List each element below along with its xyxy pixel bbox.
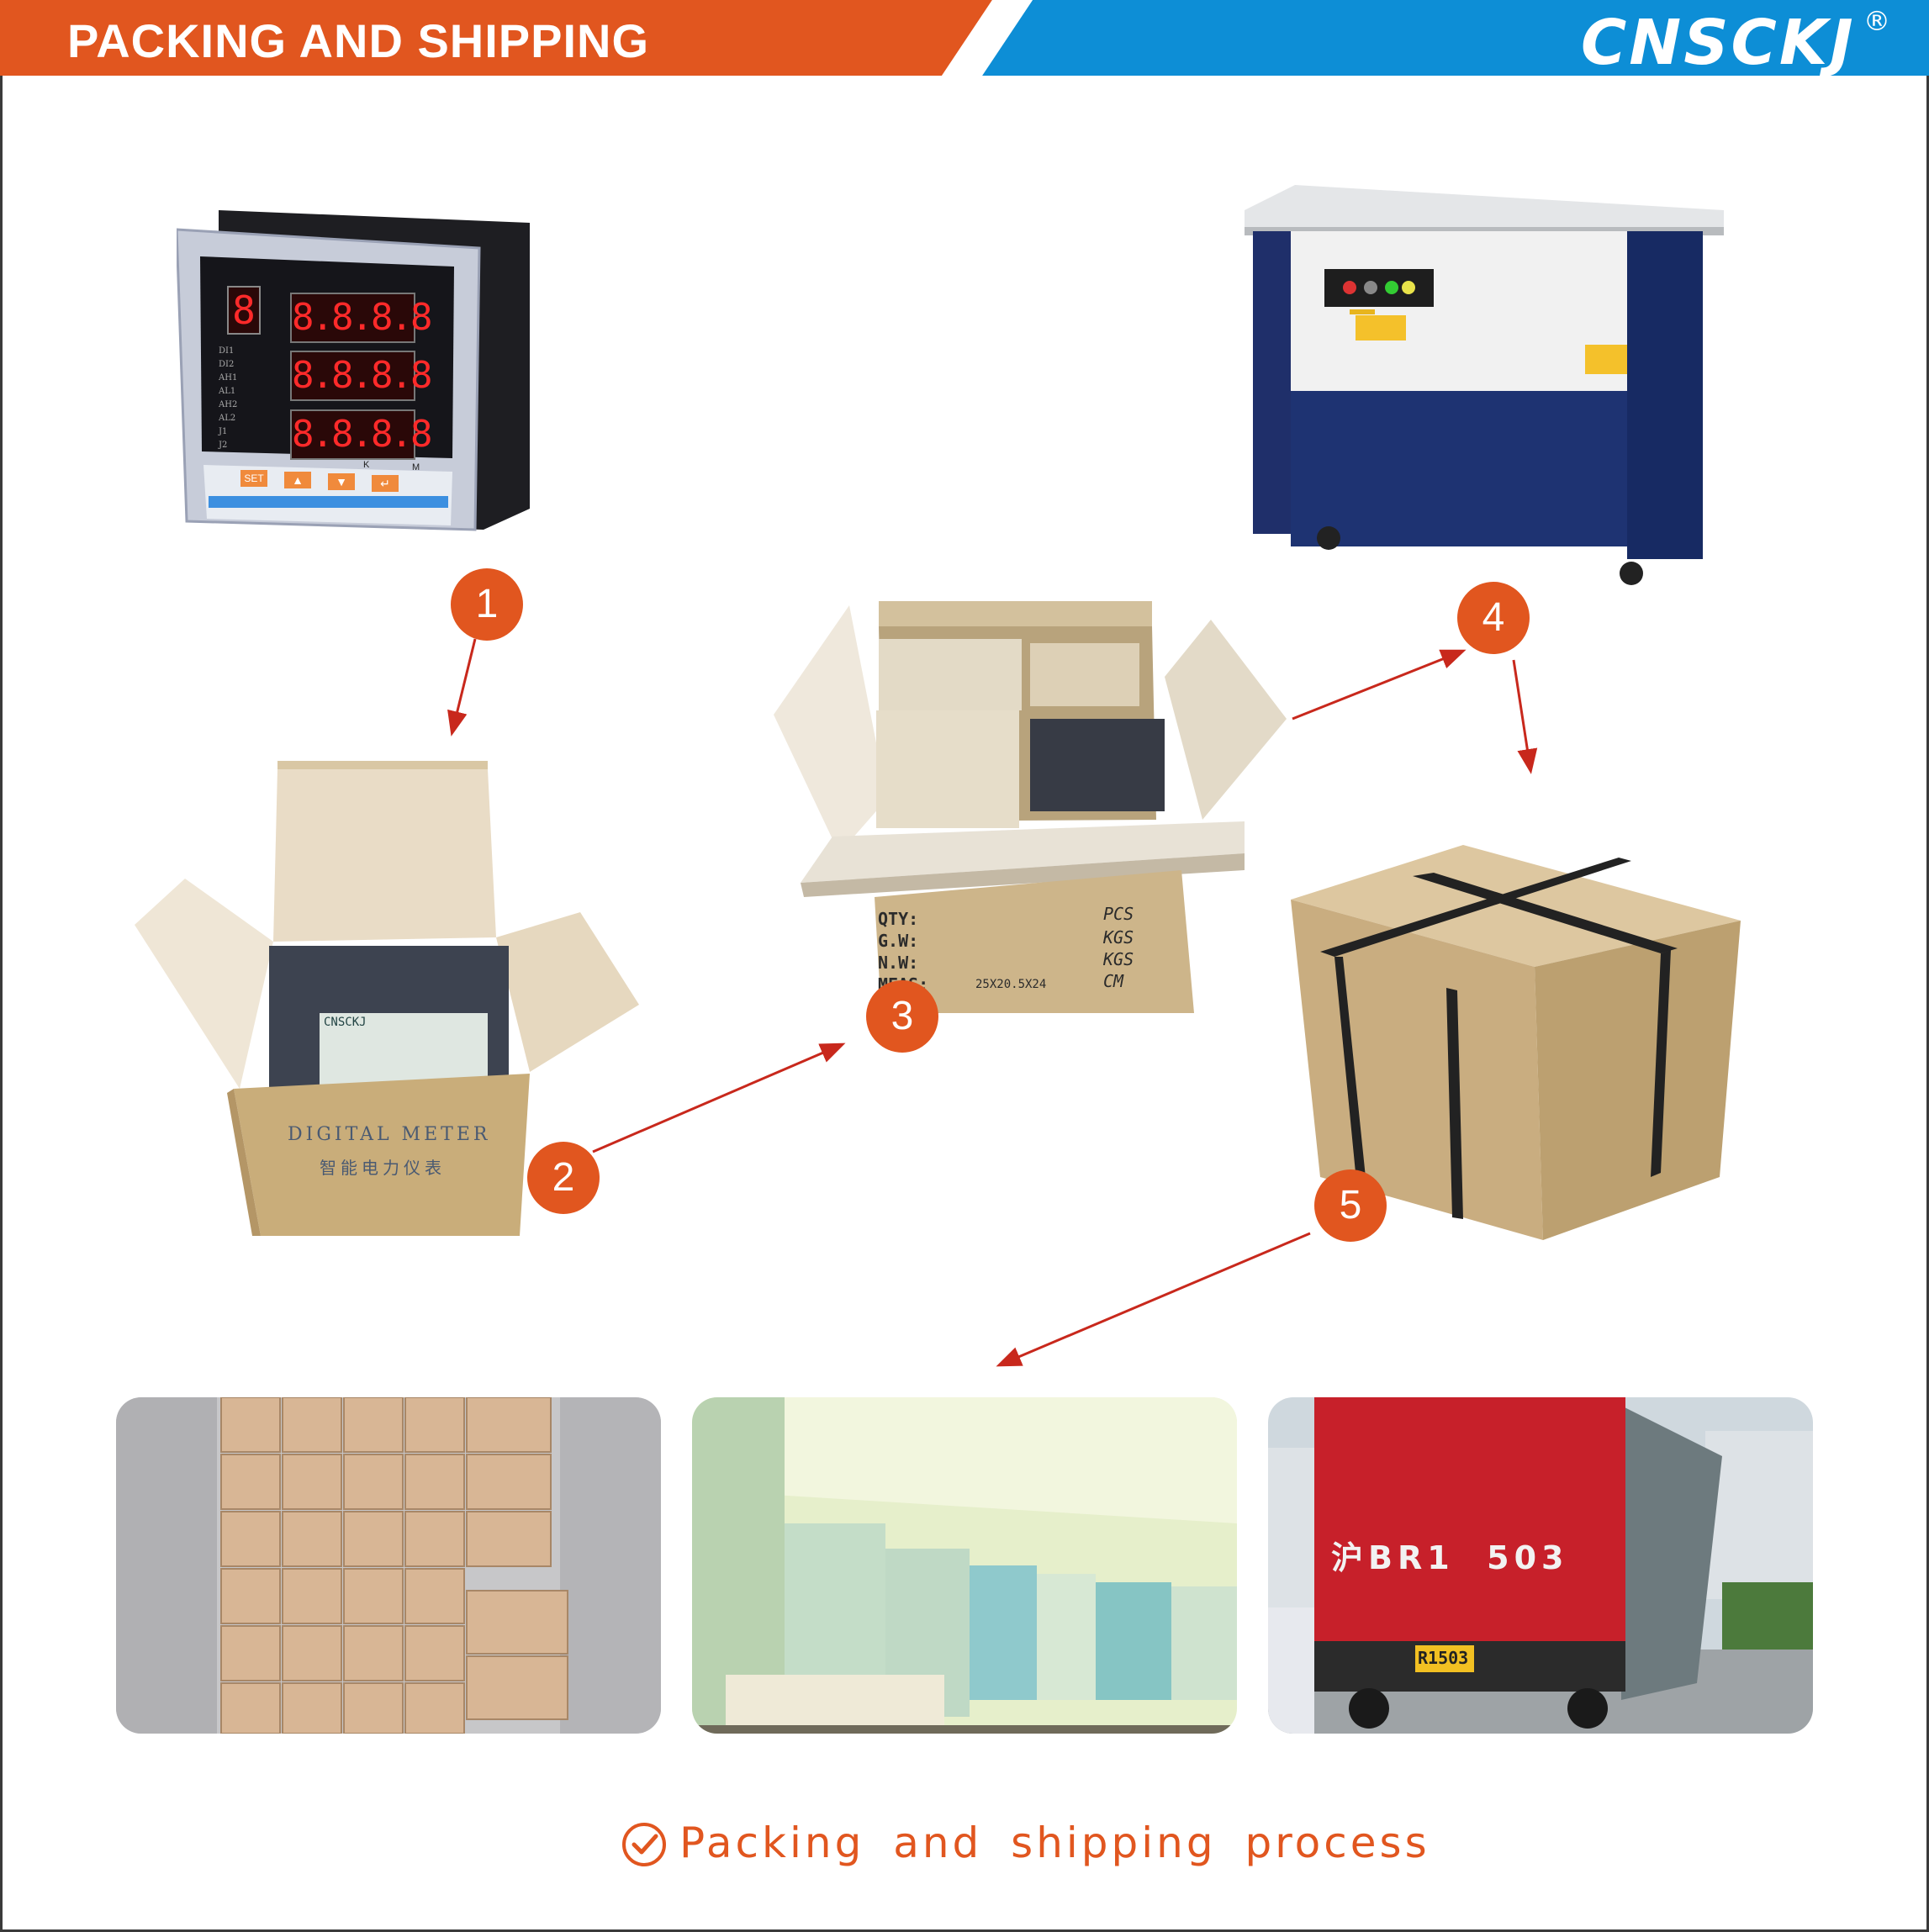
truck-license-plate: R1503 <box>1418 1648 1469 1668</box>
box-print-chinese: 智能电力仪表 <box>320 1158 446 1178</box>
meter-up-icon: ▲ <box>284 472 311 488</box>
page-title: PACKING AND SHIPPING <box>67 14 650 67</box>
header-banner <box>0 0 1929 76</box>
meter-small-display: 8 <box>227 286 261 335</box>
arrow-icon <box>592 1043 846 1153</box>
arrow-icon <box>1512 659 1538 774</box>
meter-down-icon: ▼ <box>328 473 355 490</box>
carton-qty-label: QTY: <box>878 909 919 929</box>
truck-side-text: 沪BR1 503 <box>1331 1539 1569 1576</box>
step-badge-2: 2 <box>527 1142 600 1214</box>
meter-display-3: 8.8.8.8 <box>290 409 432 460</box>
step-badge-5: 5 <box>1314 1169 1387 1242</box>
strapping-machine-image <box>1245 185 1724 589</box>
meter-display-2: 8.8.8.8 <box>290 351 432 401</box>
meter-set-button: SET <box>240 470 267 487</box>
registered-mark: ® <box>1863 5 1890 37</box>
warehouse-photo <box>692 1397 1237 1734</box>
small-box-image: CNSCKJ DIGITAL METER 智能电力仪表 <box>135 761 639 1240</box>
header-bar: PACKING AND SHIPPING CNSCKJ ® <box>0 0 1929 79</box>
arrow-icon <box>996 1232 1311 1367</box>
step-badge-1: 1 <box>451 568 523 641</box>
page-frame <box>0 76 1929 1932</box>
carton-cm-label: CM <box>1103 971 1124 991</box>
truck-shipping-photo: 沪BR1 503 R1503 <box>1268 1397 1813 1734</box>
carton-gw-label: G.W: <box>878 931 919 951</box>
label-brand: CNSCKJ <box>324 1016 367 1029</box>
step-badge-4: 4 <box>1457 582 1530 654</box>
arrow-icon <box>1292 649 1467 721</box>
brand-logo: CNSCKJ <box>1581 7 1856 79</box>
step-badge-3: 3 <box>866 980 938 1053</box>
meter-display-1: 8.8.8.8 <box>290 293 432 343</box>
box-print-digital-meter: DIGITAL METER <box>288 1124 491 1145</box>
check-circle-icon <box>622 1823 666 1866</box>
meter-enter-icon: ↵ <box>372 475 399 492</box>
arrow-icon <box>447 638 477 736</box>
meter-unit-k: K <box>363 460 370 470</box>
process-caption: Packing and shipping process <box>679 1819 1430 1867</box>
carton-kgs1-label: KGS <box>1103 927 1134 948</box>
carton-nw-label: N.W: <box>878 953 919 973</box>
container-loading-photo <box>116 1397 661 1734</box>
carton-size-label: 25X20.5X24 <box>975 978 1047 991</box>
strapped-box-image <box>1291 841 1741 1240</box>
open-carton-image: QTY: PCS G.W: KGS N.W: KGS MEAS: 25X20.5… <box>774 601 1287 1013</box>
carton-pcs-label: PCS <box>1103 904 1134 924</box>
carton-kgs2-label: KGS <box>1103 949 1134 969</box>
meter-unit-m: M <box>412 462 420 472</box>
